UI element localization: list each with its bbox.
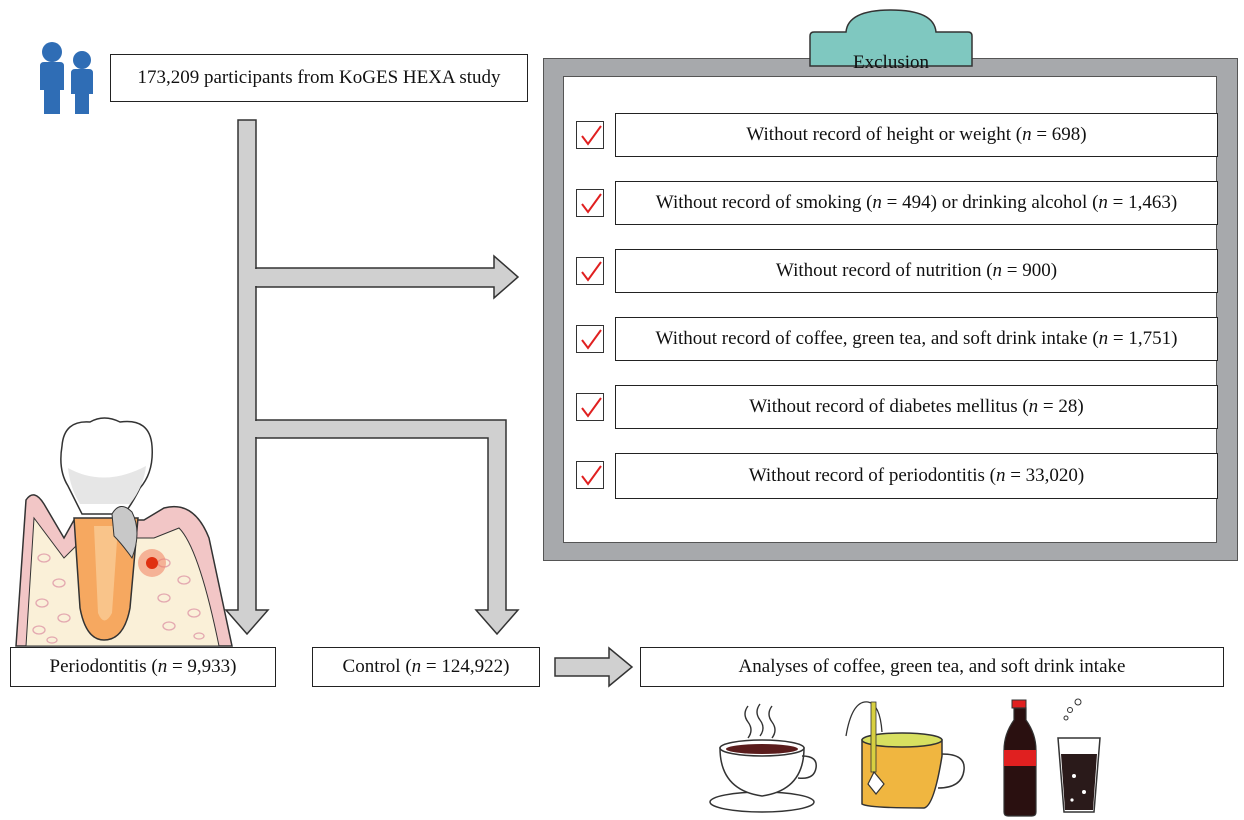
group-count: = 124,922) (421, 656, 510, 677)
check-icon (576, 121, 604, 149)
exclusion-item-text: Without record of periodontitis ( (748, 465, 996, 486)
exclusion-item-count: = 28) (1038, 396, 1084, 417)
n-symbol: n (157, 656, 168, 677)
exclusion-item-count: = 1,751) (1108, 328, 1178, 349)
participants-text: 173,209 participants from KoGES HEXA stu… (137, 67, 501, 88)
exclusion-item: Without record of smoking (n = 494) or d… (615, 181, 1218, 225)
exclusion-item: Without record of height or weight (n = … (615, 113, 1218, 157)
analysis-arrow (554, 646, 634, 688)
cola-bottle-icon (1003, 699, 1037, 817)
exclusion-item-text: Without record of smoking ( (655, 192, 873, 213)
n-symbol: n (992, 260, 1003, 281)
control-group-box: Control (n = 124,922) (312, 647, 540, 687)
check-icon (576, 325, 604, 353)
check-icon (576, 189, 604, 217)
exclusion-item-count: = 494) or drinking alcohol ( (881, 192, 1099, 213)
exclusion-item-text: Without record of diabetes mellitus ( (749, 396, 1029, 417)
analysis-box: Analyses of coffee, green tea, and soft … (640, 647, 1224, 687)
exclusion-item-count: = 1,463) (1107, 192, 1178, 213)
group-label: Control ( (342, 656, 412, 677)
exclusion-item-count: = 900) (1002, 260, 1058, 281)
exclusion-branch-arrow (255, 254, 520, 300)
coffee-cup-icon (709, 703, 817, 813)
n-symbol: n (872, 192, 882, 213)
n-symbol: n (995, 465, 1006, 486)
group-count: = 9,933) (167, 656, 237, 677)
n-symbol: n (1098, 328, 1109, 349)
n-symbol: n (411, 656, 422, 677)
exclusion-item-count: = 698) (1031, 124, 1087, 145)
exclusion-item: Without record of periodontitis (n = 33,… (615, 453, 1218, 499)
exclusion-item: Without record of coffee, green tea, and… (615, 317, 1218, 361)
check-icon (576, 257, 604, 285)
soft-drink-glass-icon (1057, 698, 1101, 813)
exclusion-tab (809, 9, 973, 67)
exclusion-item: Without record of nutrition (n = 900) (615, 249, 1218, 293)
control-branch-arrow (255, 419, 520, 636)
green-tea-cup-icon (845, 701, 965, 809)
exclusion-item-count: = 33,020) (1005, 465, 1085, 486)
n-symbol: n (1028, 396, 1039, 417)
exclusion-item-text: Without record of nutrition ( (775, 260, 993, 281)
exclusion-title: Exclusion (853, 52, 929, 73)
check-icon (576, 461, 604, 489)
periodontitis-tooth-icon (15, 417, 233, 647)
check-icon (576, 393, 604, 421)
main-trunk-arrow (224, 119, 270, 636)
exclusion-item-text: Without record of height or weight ( (746, 124, 1023, 145)
exclusion-item: Without record of diabetes mellitus (n =… (615, 385, 1218, 429)
group-label: Periodontitis ( (49, 656, 158, 677)
participants-icon (40, 42, 93, 114)
n-symbol: n (1098, 192, 1108, 213)
periodontitis-group-box: Periodontitis (n = 9,933) (10, 647, 276, 687)
n-symbol: n (1022, 124, 1032, 145)
exclusion-item-text: Without record of coffee, green tea, and… (655, 328, 1099, 349)
analysis-text: Analyses of coffee, green tea, and soft … (738, 656, 1126, 677)
participants-box: 173,209 participants from KoGES HEXA stu… (110, 54, 528, 102)
